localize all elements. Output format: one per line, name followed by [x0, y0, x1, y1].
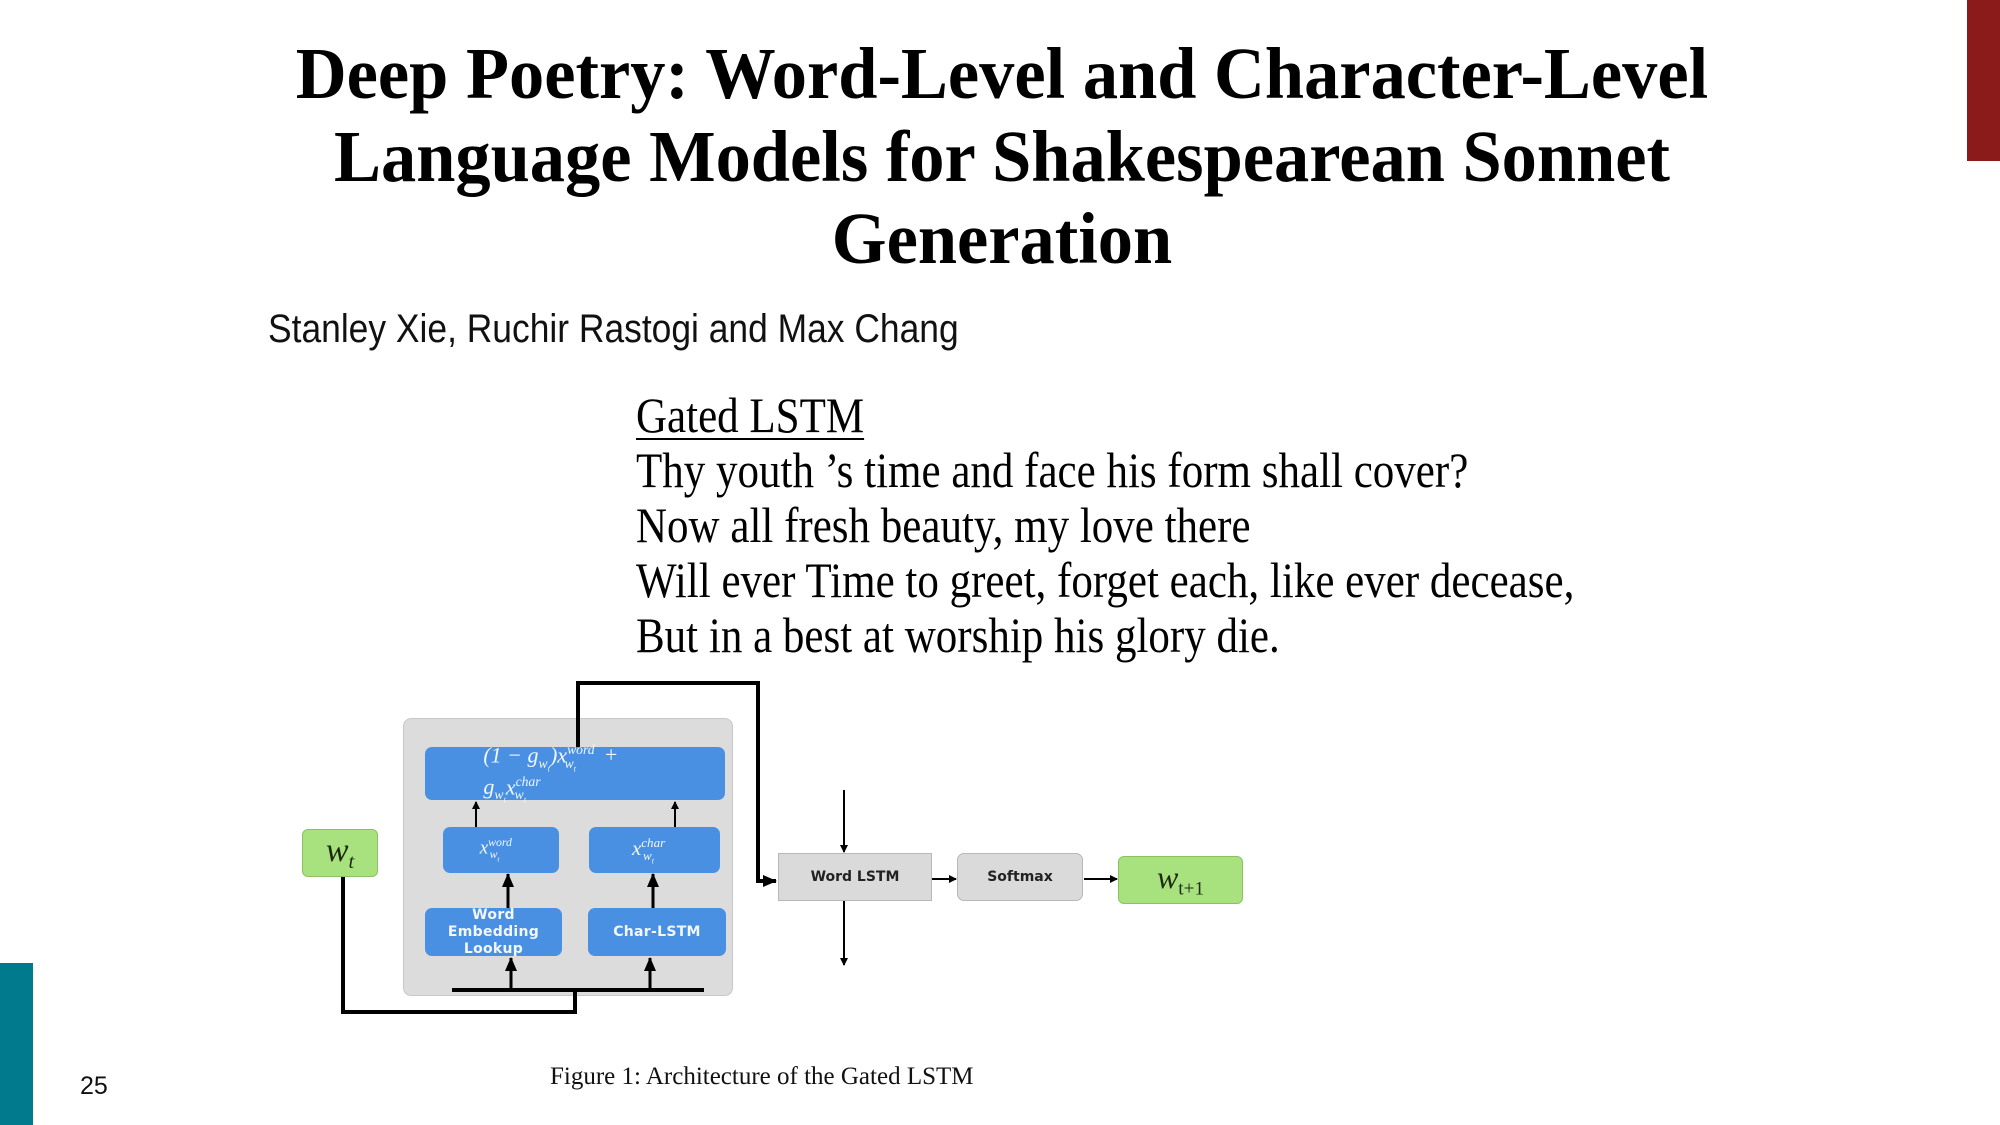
title-line-2: Language Models for Shakespearean Sonnet — [333, 115, 1671, 197]
output-word-node: wt+1 — [1118, 856, 1243, 904]
output-word-label: wt+1 — [1156, 859, 1205, 900]
poem-line-3: Will ever Time to greet, forget each, li… — [636, 552, 1575, 608]
paper-title: Deep Poetry: Word-Level and Character-Le… — [0, 33, 2000, 281]
input-word-label: wt — [325, 831, 355, 874]
figure-caption: Figure 1: Architecture of the Gated LSTM — [550, 1063, 974, 1090]
title-line-1: Deep Poetry: Word-Level and Character-Le… — [295, 33, 1709, 114]
softmax-label: Softmax — [987, 869, 1053, 885]
char-lstm-box: Char-LSTM — [588, 908, 726, 956]
char-lstm-label: Char-LSTM — [613, 923, 701, 940]
poem-heading: Gated LSTM — [636, 387, 865, 443]
accent-bar-top-right — [1967, 0, 2000, 161]
gate-formula: (1 − gwt)xwordwt + gwtxcharwt — [483, 742, 619, 805]
gate-formula-box: (1 − gwt)xwordwt + gwtxcharwt — [425, 742, 725, 805]
word-embedding-box: Word Embedding Lookup — [425, 906, 562, 957]
x-word-label: xwordwt — [479, 836, 512, 864]
title-line-3: Generation — [831, 198, 1173, 279]
poem-line-4: But in a best at worship his glory die. — [636, 607, 1280, 663]
word-lstm-label: Word LSTM — [810, 869, 900, 885]
softmax-box: Softmax — [957, 853, 1083, 901]
poem-line-2: Now all fresh beauty, my love there — [636, 497, 1251, 553]
x-char-box: xcharwt — [589, 827, 720, 873]
poem-line-1: Thy youth ’s time and face his form shal… — [636, 442, 1469, 498]
word-lstm-box: Word LSTM — [778, 853, 932, 901]
accent-bar-bottom-left — [0, 963, 33, 1125]
page-number: 25 — [80, 1072, 108, 1100]
authors: Stanley Xie, Ruchir Rastogi and Max Chan… — [268, 307, 959, 351]
word-embedding-label: Word Embedding Lookup — [447, 906, 540, 957]
input-word-node: wt — [302, 829, 378, 877]
x-char-label: xcharwt — [631, 834, 666, 866]
x-word-box: xwordwt — [443, 827, 559, 873]
generated-poem: Gated LSTM Thy youth ’s time and face hi… — [636, 388, 1727, 663]
